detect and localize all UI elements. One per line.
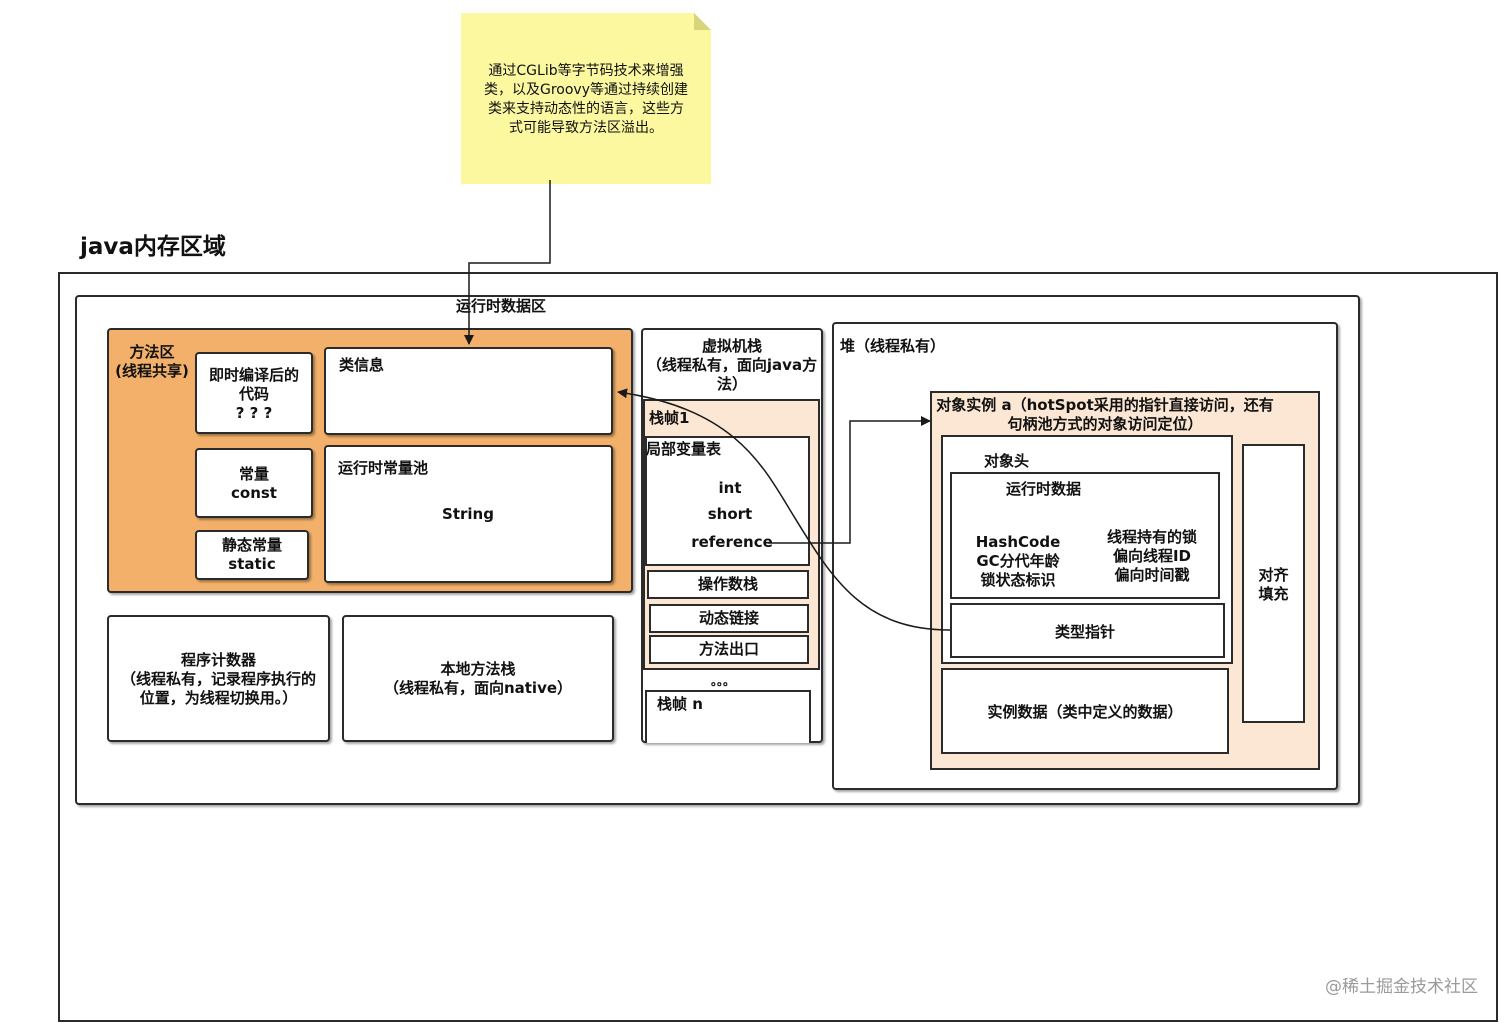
operand-stack-box (647, 570, 809, 599)
type-pointer-box (950, 603, 1225, 658)
hash-fields-label: HashCode GC分代年龄 锁状态标识 (975, 533, 1061, 589)
object-header-label: 对象头 (984, 452, 1030, 470)
padding-box (1242, 444, 1305, 723)
vm-stack-label: 虚拟机栈 （线程私有，面向java方 法） (646, 337, 818, 393)
runtime-data-label: 运行时数据 (1006, 480, 1082, 498)
instance-data-box (941, 668, 1229, 754)
short-label: short (707, 505, 753, 523)
method-exit-label: 方法出口 (698, 640, 759, 658)
note-text: 通过CGLib等字节码技术来增强 类，以及Groovy等通过持续创建 类来支持动… (484, 63, 688, 136)
int-label: int (718, 479, 742, 497)
stack-frame-1-label: 栈帧1 (649, 409, 690, 427)
program-counter-box (107, 615, 330, 742)
string-label: String (442, 505, 494, 523)
constant-box (195, 448, 313, 518)
runtime-constant-pool-box (324, 445, 613, 583)
reference-to-object-connector (768, 416, 931, 544)
operand-stack-label: 操作数栈 (697, 575, 758, 593)
ellipsis-label: 。。。 (710, 674, 735, 688)
runtime-data-box (950, 472, 1220, 599)
page-title: java内存区域 (80, 234, 226, 260)
method-exit-box (649, 635, 809, 664)
locals-table-box (645, 436, 810, 566)
native-stack-label: 本地方法栈 （线程私有，面向native） (383, 660, 573, 697)
jit-code-label: 即时编译后的 代码 ? ? ? (208, 366, 299, 422)
class-info-label: 类信息 (339, 356, 385, 374)
reference-label: reference (691, 533, 773, 551)
padding-label: 对齐 填充 (1258, 566, 1289, 603)
runtime-area-label: 运行时数据区 (456, 297, 547, 315)
jit-code-box (195, 352, 313, 434)
sticky-note (461, 13, 711, 184)
lock-fields-label: 线程持有的锁 偏向线程ID 偏向时间戳 (1106, 528, 1197, 584)
static-constant-box (195, 530, 309, 580)
runtime-constant-pool-label: 运行时常量池 (338, 459, 429, 477)
program-counter-label: 程序计数器 （线程私有，记录程序执行的 位置，为线程切换用。） (120, 651, 316, 707)
stack-frame-n-box (645, 690, 811, 743)
dynamic-link-box (649, 604, 809, 633)
native-stack-box (342, 615, 614, 742)
java-memory-frame (58, 272, 1498, 1022)
class-info-box (324, 347, 613, 435)
dynamic-link-label: 动态链接 (698, 609, 759, 627)
type-pointer-label: 类型指针 (1054, 623, 1115, 641)
type-pointer-to-class-info-connector (617, 388, 951, 631)
note-to-class-info-connector (464, 180, 551, 345)
instance-data-label: 实例数据（类中定义的数据） (987, 703, 1183, 721)
stack-frame-n-label: 栈帧 n (657, 695, 703, 713)
object-instance-label: 对象实例 a（hotSpot采用的指针直接访问，还有 句柄池方式的对象访问定位） (936, 396, 1274, 433)
locals-table-label: 局部变量表 (646, 440, 722, 458)
static-constant-label: 静态常量 static (221, 536, 282, 573)
constant-label: 常量 const (231, 465, 277, 502)
heap-label: 堆（线程私有） (840, 337, 946, 355)
watermark: @稀土掘金技术社区 (1325, 977, 1478, 997)
method-area-label: 方法区 (线程共享) (115, 343, 189, 380)
